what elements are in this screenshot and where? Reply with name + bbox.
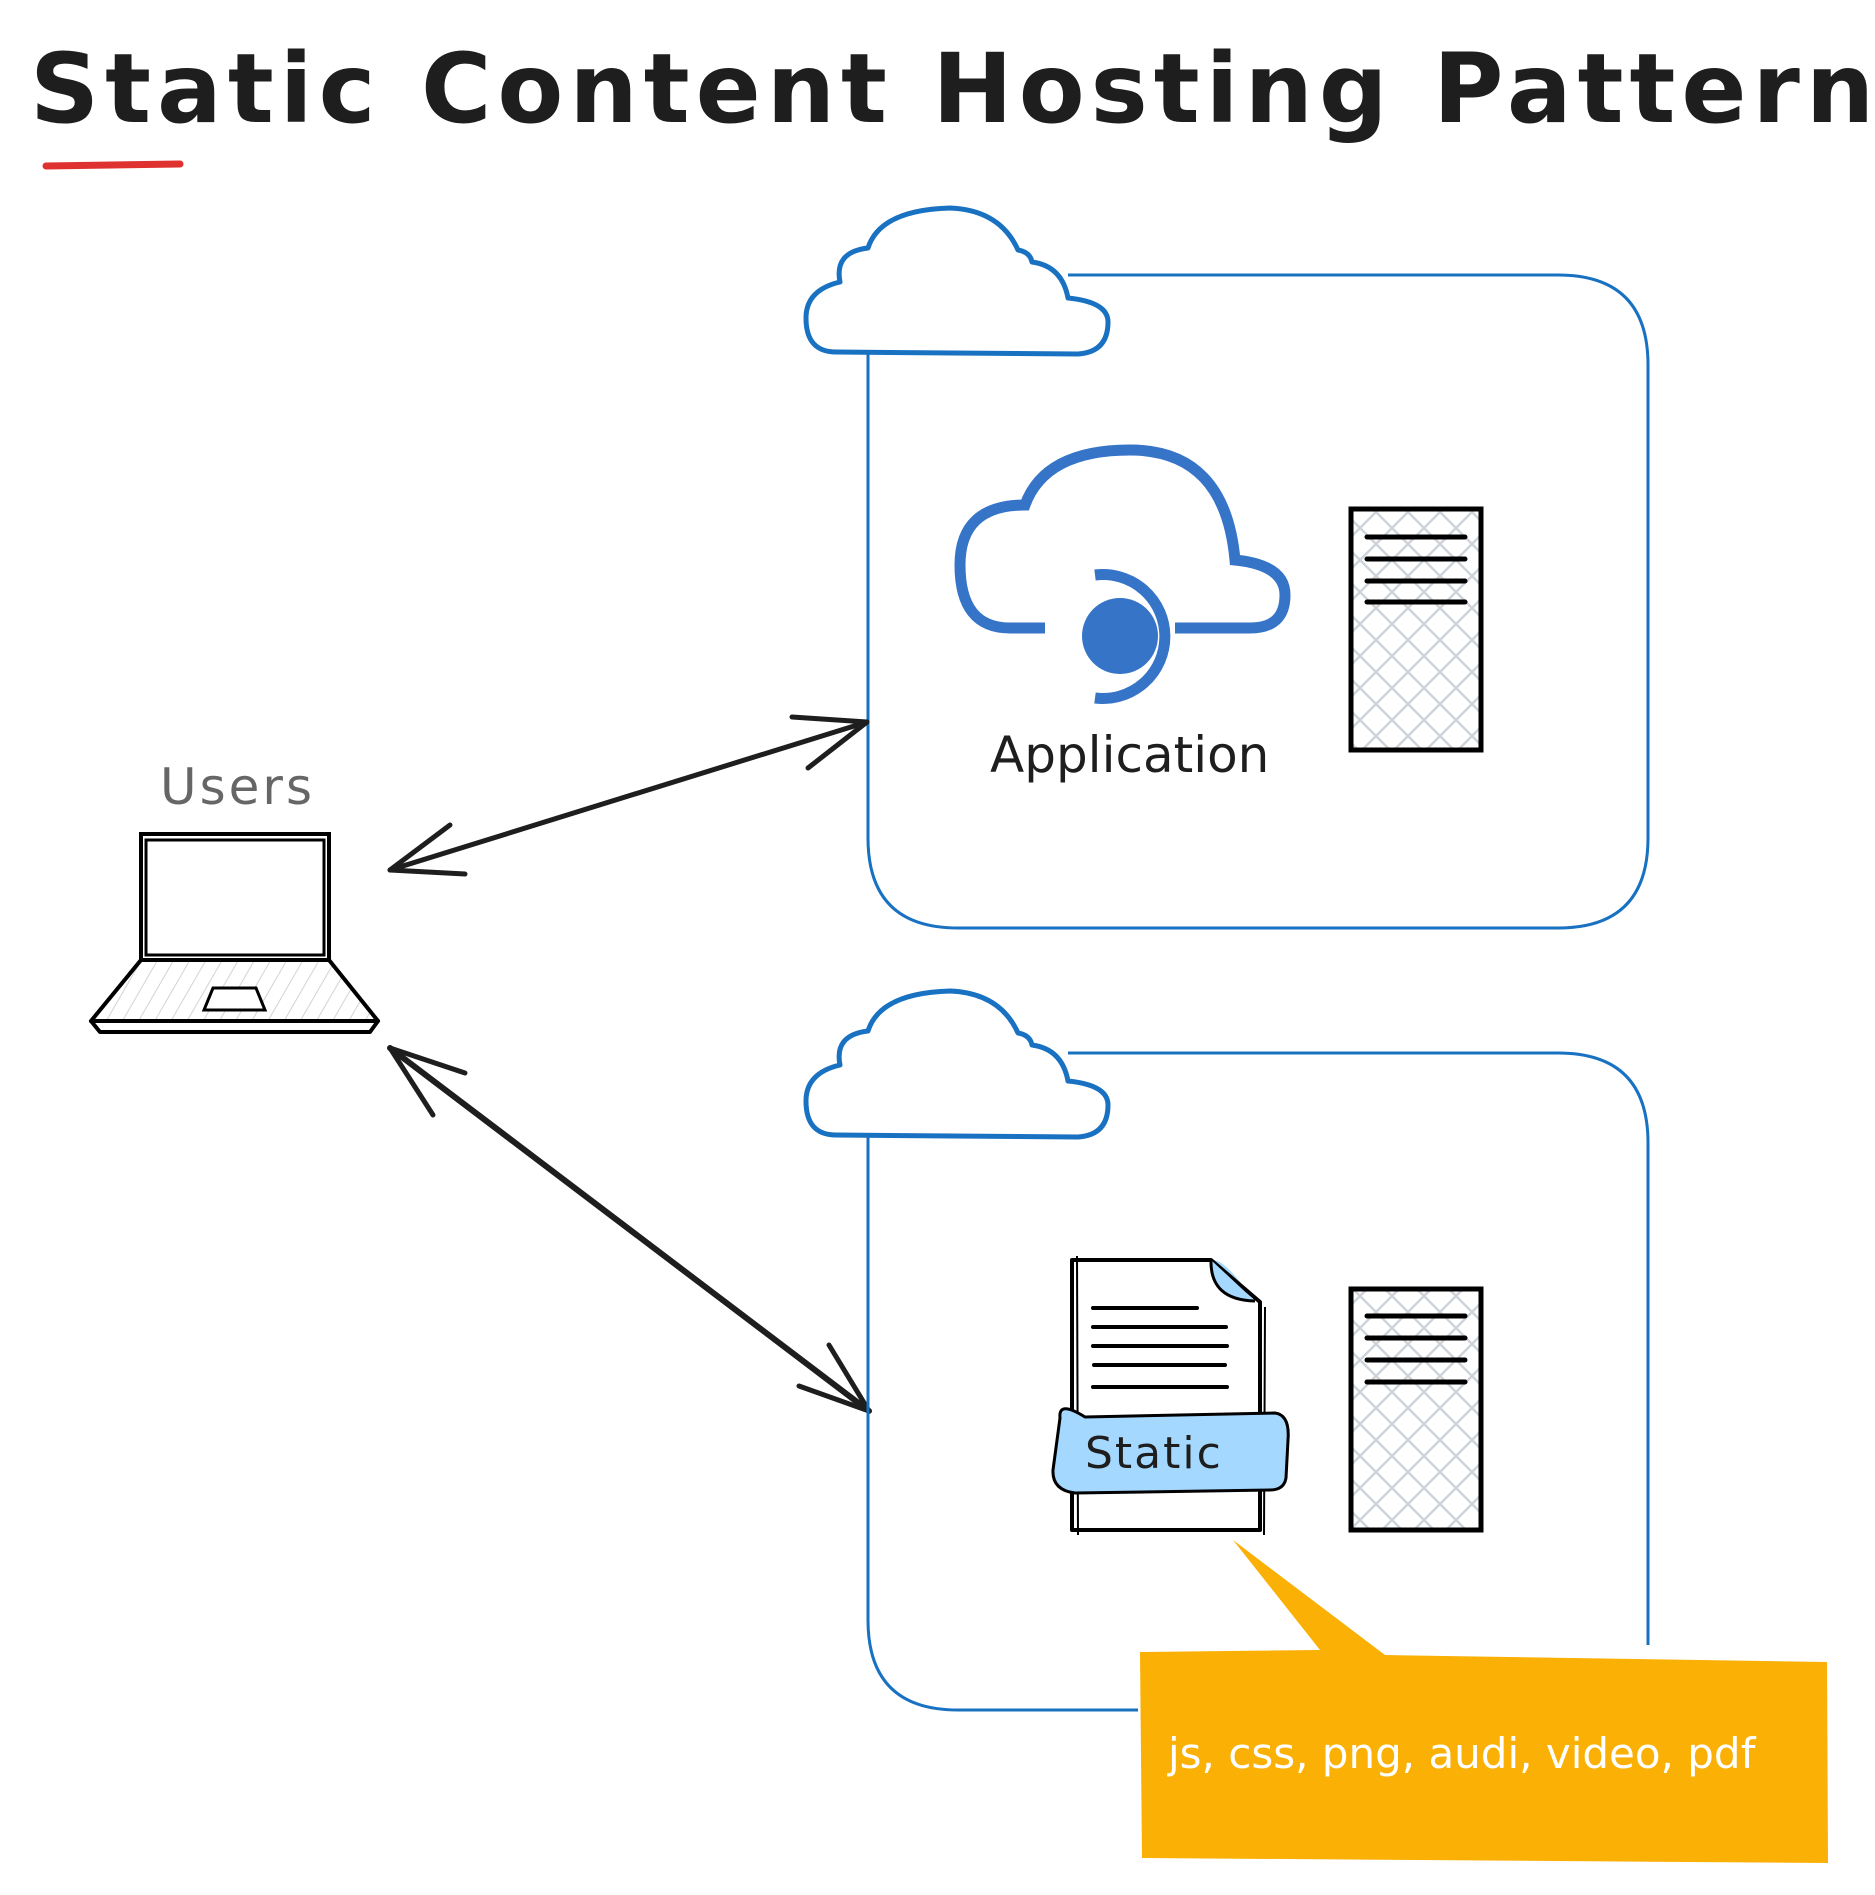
users-label: Users bbox=[160, 758, 315, 816]
application-region-border bbox=[866, 273, 1650, 930]
cloud-outline-icon bbox=[803, 205, 1111, 357]
arrow-users-static[interactable] bbox=[387, 1045, 872, 1414]
laptop-icon bbox=[89, 832, 380, 1034]
cloud-app-icon bbox=[954, 444, 1291, 704]
users-node[interactable]: Users bbox=[89, 758, 380, 1034]
callout-shape bbox=[1140, 1540, 1828, 1863]
static-region[interactable]: Static bbox=[803, 988, 1650, 1712]
file-types-callout: js, css, png, audi, video, pdf bbox=[1140, 1540, 1828, 1863]
static-region-border bbox=[866, 1051, 1650, 1712]
application-region[interactable]: Application bbox=[803, 205, 1650, 930]
server-icon bbox=[1348, 506, 1484, 753]
title-group: Static Content Hosting Pattern bbox=[30, 33, 1875, 170]
cloud-outline-icon bbox=[803, 988, 1111, 1140]
page-title: Static Content Hosting Pattern bbox=[30, 33, 1875, 145]
static-label: Static bbox=[1085, 1428, 1223, 1479]
application-label: Application bbox=[990, 726, 1269, 784]
callout-text: js, css, png, audi, video, pdf bbox=[1167, 1729, 1757, 1778]
static-label-badge: Static bbox=[1051, 1407, 1290, 1495]
server-icon bbox=[1348, 1286, 1484, 1533]
arrow-users-application[interactable] bbox=[387, 714, 870, 877]
title-underline bbox=[42, 160, 184, 170]
